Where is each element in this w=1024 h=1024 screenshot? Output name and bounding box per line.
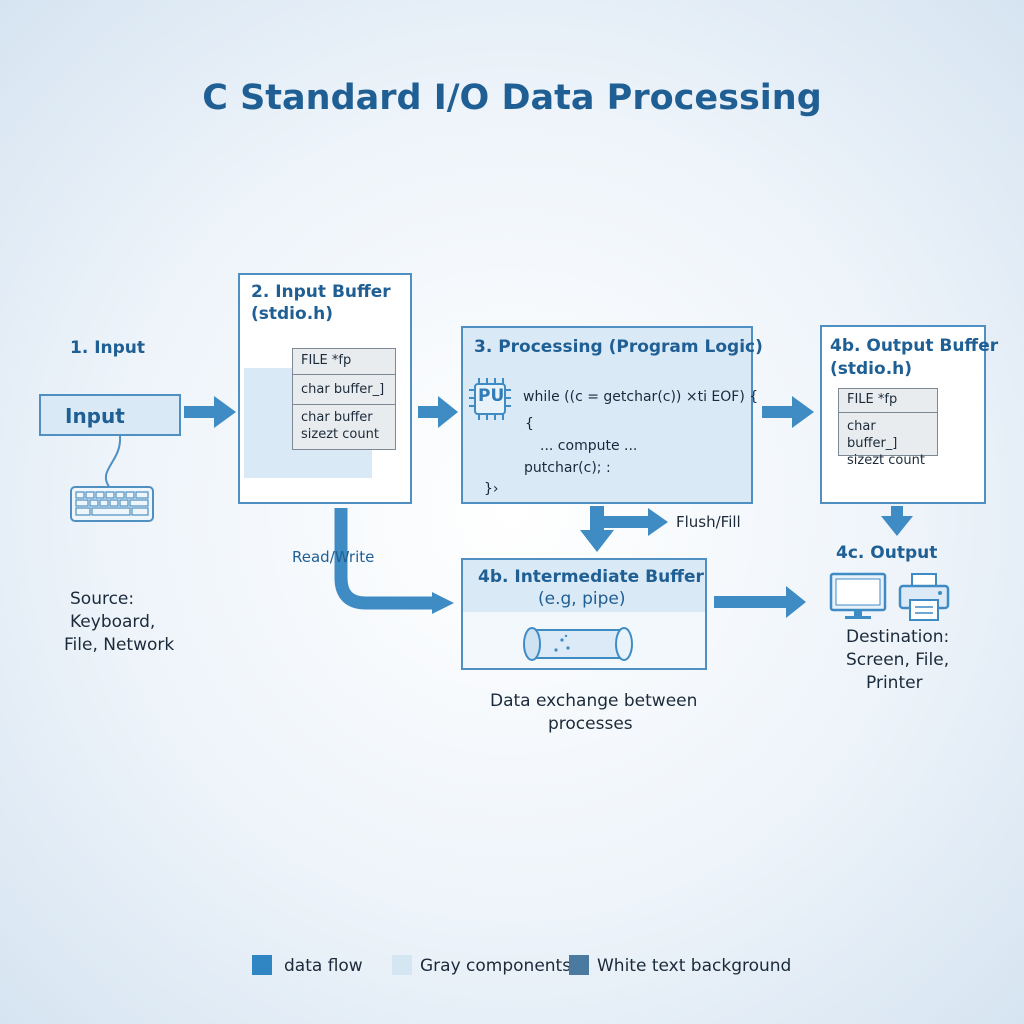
diagram-title: C Standard I/O Data Processing — [202, 78, 822, 118]
monitor-icon — [829, 572, 887, 619]
arrow-input-to-buffer — [184, 396, 236, 428]
arrow-intermediate-to-output — [714, 586, 806, 618]
input-section-heading: 1. Input — [70, 338, 146, 358]
pipe-icon — [523, 627, 633, 661]
legend-swatch-gray-components — [392, 955, 412, 975]
code-line: while ((c = getchar(c)) ×ti EOF) { — [523, 389, 759, 405]
input-box-label: Input — [65, 404, 125, 428]
input-buffer-field: char buffer sizezt count — [301, 410, 379, 442]
legend-label: data flow — [284, 956, 363, 976]
source-line-3: File, Network — [64, 635, 175, 655]
cpu-chip-label: PU — [478, 386, 505, 406]
processing-heading: 3. Processing (Program Logic) — [474, 337, 763, 357]
keyboard-cable — [104, 435, 122, 489]
source-line-2: Keyboard, — [70, 612, 156, 632]
output-buffer-heading: 4b. Output Buffer — [830, 336, 999, 356]
destination-line-1: Destination: — [846, 627, 950, 647]
input-box: Input — [39, 394, 181, 436]
arrow-flush-fill — [604, 508, 668, 536]
code-line: }› — [484, 481, 499, 497]
input-buffer-heading: 2. Input Buffer — [251, 282, 391, 302]
output-buffer-struct: FILE *fp char buffer_] sizezt count — [838, 388, 938, 468]
flush-fill-label: Flush/Fill — [676, 513, 741, 531]
intermediate-buffer-header — [463, 560, 705, 612]
intermediate-buffer-heading: 4b. Intermediate Buffer — [478, 567, 704, 587]
legend-label: Gray components — [420, 956, 572, 976]
intermediate-caption-line-2: processes — [548, 714, 633, 734]
cpu-chip-icon — [469, 378, 511, 420]
destination-line-3: Printer — [866, 673, 923, 693]
output-buffer-field: FILE *fp — [839, 389, 937, 413]
arrow-output-buffer-to-output — [881, 506, 913, 536]
arrow-read-write-head — [432, 592, 454, 614]
input-buffer-field: char buffer_] — [293, 375, 395, 405]
arrow-processing-to-output-buffer — [762, 396, 814, 428]
input-buffer-struct: FILE *fp char buffer_] char buffer sizez… — [292, 348, 396, 450]
destination-line-2: Screen, File, — [846, 650, 950, 670]
arrow-processing-to-intermediate — [580, 506, 614, 552]
code-line: { — [525, 416, 534, 432]
intermediate-buffer-subheading: (e.g, pipe) — [538, 589, 626, 609]
arrow-read-write-path — [334, 508, 434, 610]
intermediate-caption-line-1: Data exchange between — [490, 691, 698, 711]
processing-box — [461, 326, 753, 504]
input-buffer-header-file: (stdio.h) — [251, 304, 334, 324]
legend-swatch-data-flow — [252, 955, 272, 975]
output-buffer-field: char buffer_] sizezt count — [847, 419, 925, 468]
legend-swatch-white-text-background — [569, 955, 589, 975]
code-line: ... compute ... — [540, 438, 638, 454]
output-buffer-header-file: (stdio.h) — [830, 359, 913, 379]
legend-label: White text background — [597, 956, 792, 976]
keyboard-icon — [70, 486, 154, 522]
output-section-heading: 4c. Output — [836, 543, 938, 563]
source-line-1: Source: — [70, 589, 135, 609]
input-buffer-field: FILE *fp — [293, 349, 395, 375]
printer-icon — [898, 573, 950, 621]
arrow-buffer-to-processing — [418, 396, 458, 428]
code-line: putchar(c); : — [524, 460, 611, 476]
read-write-label: Read/Write — [292, 548, 375, 566]
